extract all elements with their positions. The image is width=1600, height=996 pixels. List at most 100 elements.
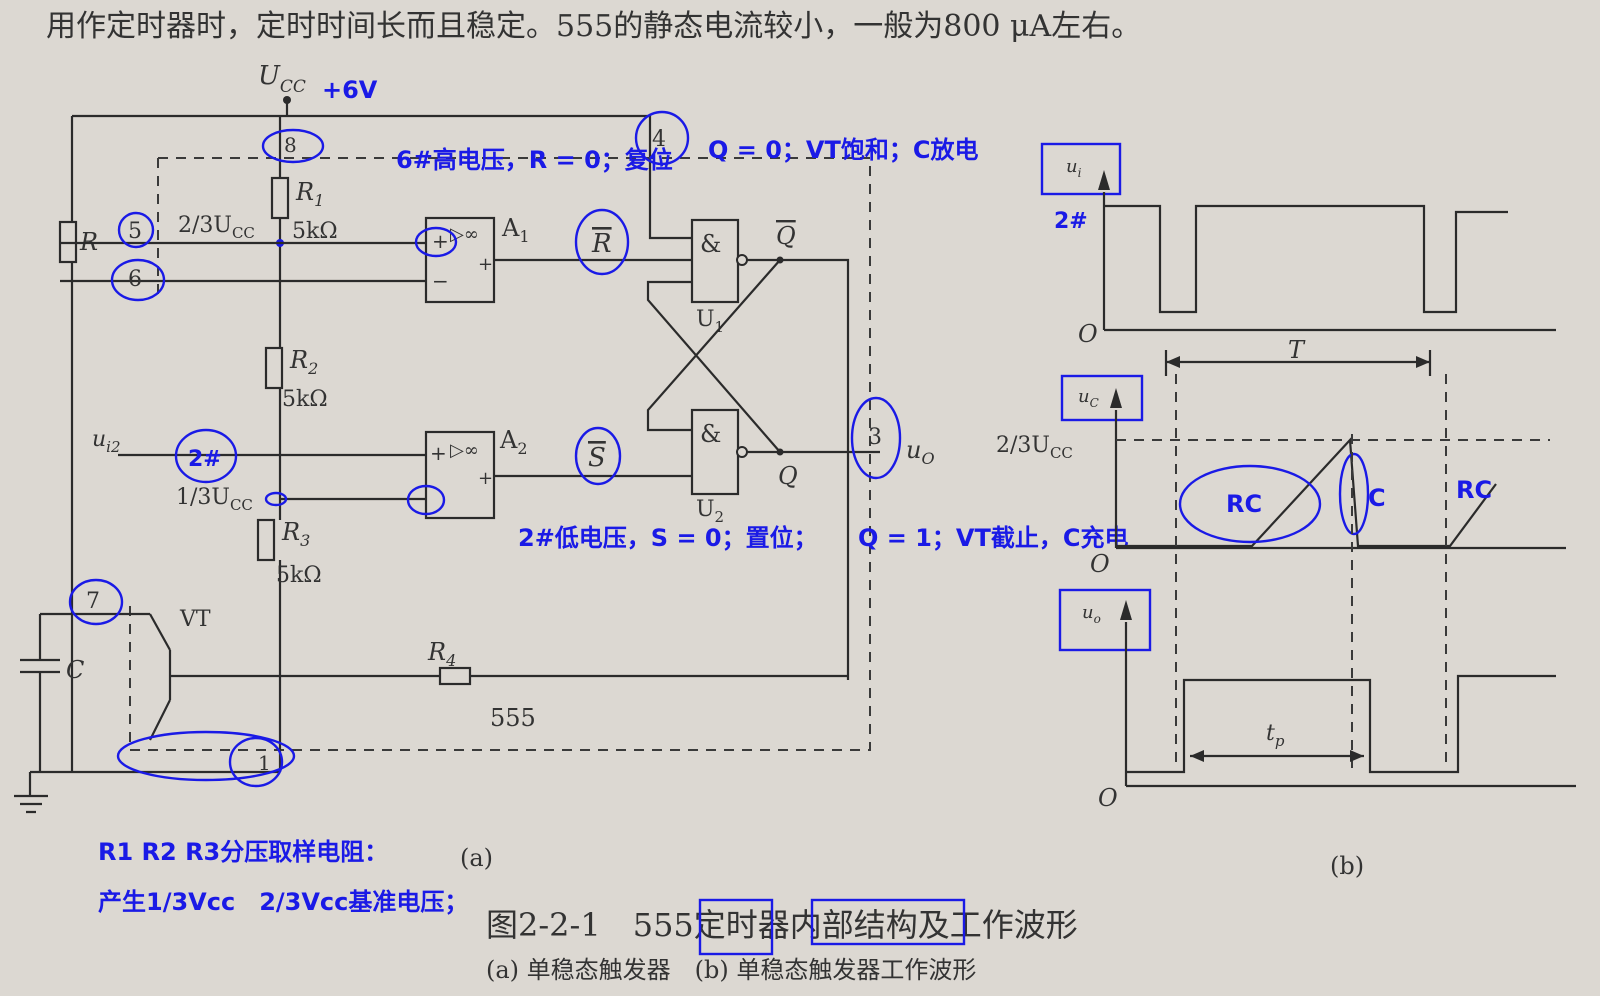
- resistor-r1: [270, 176, 290, 220]
- uo-trace: [1126, 674, 1556, 774]
- uc-threshold-label: 2/3UCC: [996, 433, 1073, 462]
- a2-plus: +: [430, 441, 447, 465]
- chip-555-label: 555: [490, 704, 536, 732]
- rbar-label: R: [591, 229, 612, 259]
- pin-8-circle: [261, 128, 325, 164]
- annotations: 6#高电压，R = 0；复位 Q = 0；VT饱和；C放电 2#低电压，S = …: [98, 136, 1128, 916]
- u1-label: U1: [696, 307, 724, 336]
- a2-infinity: ▷∞: [450, 440, 479, 461]
- ui-axis-label: ui: [1066, 156, 1082, 180]
- capacitor-c: [20, 614, 60, 772]
- sbar-label: S: [588, 443, 606, 473]
- resistor-r3: [256, 518, 276, 562]
- one-third-ucc-label: 1/3UCC: [176, 485, 253, 514]
- comparator-a1: [424, 216, 496, 304]
- qbar-label: Q: [776, 222, 796, 250]
- pin-2: 2#: [188, 447, 222, 472]
- set-annotation: 2#低电压，S = 0；置位；: [518, 524, 818, 552]
- rc-left-label: RC: [1226, 490, 1262, 518]
- resistor-r2: [264, 346, 284, 390]
- waveform-guides: [1175, 374, 1447, 770]
- period-t-marker: [1164, 350, 1432, 376]
- a1-infinity: ▷∞: [450, 224, 479, 245]
- divider-annotation-1: R1 R2 R3分压取样电阻：: [98, 838, 388, 866]
- pin-1-circle: [228, 736, 284, 788]
- comparator-a2-inputs: [118, 453, 426, 501]
- ui-axis-arrow: [1098, 170, 1110, 190]
- a1-plus: +: [432, 229, 449, 253]
- timer-word-box: [698, 898, 774, 956]
- uo-label: uO: [906, 436, 935, 468]
- ui-label-box: [1040, 142, 1122, 196]
- pin-3: 3: [868, 425, 882, 450]
- waveform-panel: ui 2# O T uC 2/3UCC O RC C RC uo tp: [996, 142, 1576, 880]
- internal-structure-word-box: [810, 898, 966, 946]
- pin-3-circle: [850, 396, 902, 480]
- sbar-circle: [574, 426, 622, 486]
- figure-caption: 图2-2-1 555定时器内部结构及工作波形 (a) 单稳态触发器 (b) 单稳…: [486, 898, 1078, 984]
- uc-trace: [1116, 437, 1497, 548]
- c-discharge-ellipse: [1338, 452, 1370, 536]
- pin-6: 6: [128, 267, 142, 292]
- r4-label: R4: [427, 638, 456, 670]
- c-label: C: [66, 656, 84, 684]
- two-thirds-ucc-label: 2/3UCC: [178, 213, 255, 242]
- top-rail-wire: [72, 100, 692, 240]
- pin-7-circle: [68, 578, 124, 626]
- r2-label: R2: [289, 346, 318, 378]
- a1-label: A1: [501, 214, 530, 246]
- period-t-label: T: [1288, 336, 1306, 364]
- transistor-wiring: [40, 612, 848, 741]
- rc-charge-ellipse: [1178, 464, 1322, 544]
- tp-label: tp: [1266, 721, 1285, 750]
- circuit-schematic: UCC +6V R R1 5kΩ R2 5kΩ R3 5kΩ 2/3UCC 1/…: [14, 61, 935, 872]
- q-label: Q: [778, 462, 798, 490]
- ui-trace: [1104, 204, 1508, 314]
- r3-value: 5kΩ: [276, 563, 322, 588]
- u2-and-symbol: &: [700, 420, 721, 448]
- uc-axes: [1114, 410, 1566, 550]
- resistor-r4: [438, 666, 472, 686]
- flipflop-cross-coupling: [646, 258, 880, 680]
- reset-q-annotation: Q = 0；VT饱和；C放电: [708, 136, 978, 164]
- pin-8: 8: [284, 133, 297, 157]
- pin-5-circle: [117, 211, 155, 249]
- u1-and-symbol: &: [700, 230, 721, 258]
- chip-boundary: [129, 157, 871, 751]
- reset-annotation: 6#高电压，R = 0；复位: [396, 146, 673, 174]
- rbar-circle: [574, 208, 630, 276]
- ui-origin: O: [1078, 320, 1098, 348]
- plus-6v-label: +6V: [322, 76, 378, 104]
- pin-5: 5: [128, 219, 142, 244]
- u1-bubble: [736, 254, 748, 266]
- uo-label-box: [1058, 588, 1152, 652]
- uo-axis-arrow: [1120, 600, 1132, 620]
- a2-out-plus: +: [478, 468, 493, 489]
- uo-origin: O: [1098, 784, 1118, 812]
- ground-symbol: [14, 770, 280, 814]
- caption-b: (b): [1330, 852, 1364, 880]
- comparator-a1-inputs: [60, 241, 426, 283]
- node-1-3vcc: [264, 491, 288, 507]
- pin-4: 4: [652, 127, 666, 152]
- uc-origin: O: [1090, 550, 1110, 578]
- figure-subtitle: (a) 单稳态触发器 (b) 单稳态触发器工作波形: [486, 956, 976, 984]
- r3-label: R3: [281, 518, 310, 550]
- comparator-output-wires: [494, 258, 692, 478]
- vt-label: VT: [179, 607, 211, 632]
- ui-axes: [1102, 192, 1556, 332]
- nand-gate-u1: [690, 218, 740, 304]
- r1-value: 5kΩ: [292, 219, 338, 244]
- pin-2-circle: [174, 428, 238, 484]
- uo-axis-label: uo: [1082, 602, 1101, 626]
- a2-minus-input-circle: [406, 484, 446, 516]
- pin-4-circle: [634, 110, 690, 166]
- caption-a: (a): [460, 844, 493, 872]
- divider-annotation-2: 产生1/3Vcc 2/3Vcc基准电压；: [98, 888, 468, 916]
- nand-gate-u2: [690, 408, 740, 496]
- a1-minus: −: [432, 269, 449, 293]
- a2-label: A2: [499, 426, 528, 458]
- r2-value: 5kΩ: [282, 387, 328, 412]
- ui2-label: ui2: [92, 427, 121, 456]
